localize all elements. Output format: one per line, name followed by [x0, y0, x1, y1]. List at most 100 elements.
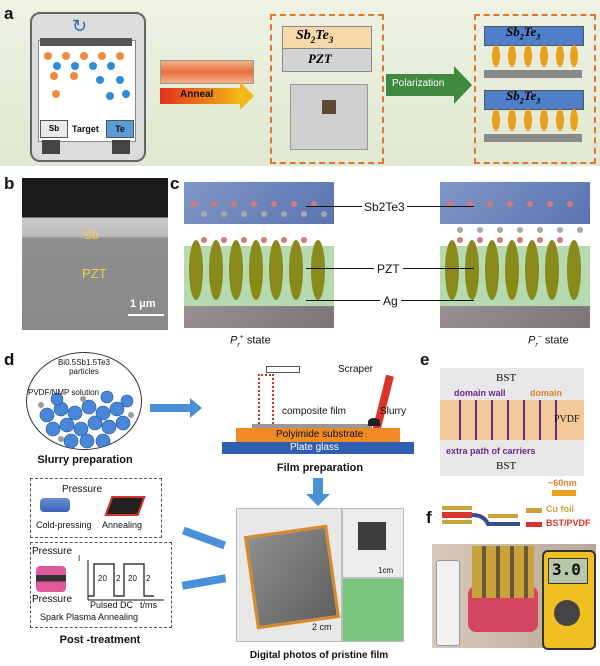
d-slurry-blob: [368, 418, 380, 426]
rotation-icon: ↻: [72, 16, 88, 36]
d-slurry-label: Slurry: [380, 406, 407, 417]
polarized-top-base: [484, 70, 582, 78]
substrate-holder: [40, 38, 132, 46]
pulse-tms: t/ms: [140, 600, 157, 610]
e-bst-bottom: BST: [496, 460, 517, 472]
film-photo-scale: 2 cm: [312, 622, 332, 632]
c-state-minus: Pr− state: [528, 334, 569, 349]
sem-scale-label: 1 μm: [130, 298, 156, 310]
film-photo-sheet: [243, 524, 341, 630]
d-film-layer: [252, 424, 372, 428]
f-phone: [436, 560, 460, 646]
anneal-label: Anneal: [180, 89, 214, 100]
pulse-chart: [87, 560, 164, 601]
film-photo-small-sample: [358, 522, 386, 550]
film-pzt-layer: [282, 48, 372, 72]
d-polyimide-label: Polyimide substrate: [276, 429, 364, 440]
f-multimeter-reading: 3.0: [552, 560, 581, 579]
c-right-ag: [440, 306, 590, 328]
slurry-solution-label: PVDF/NMP solution: [28, 388, 99, 397]
slurry-particles-label: Bi0.5Sb1.5Te3 particles: [57, 358, 111, 376]
target-label: Target: [72, 124, 99, 134]
d-arrow-down-head: [306, 494, 330, 506]
film-pzt-label: PZT: [308, 51, 332, 66]
pulse-label: Pulsed DC: [90, 600, 134, 610]
film-photo-sample: [322, 100, 336, 114]
e-nm-label: ~60nm: [548, 478, 577, 488]
spark-box: [30, 542, 172, 628]
f-bst-swatch: [526, 522, 542, 527]
d-arrow-left-1: [181, 526, 227, 550]
e-domain-wall-label: domain wall: [454, 388, 506, 398]
c-left-domains: [189, 240, 325, 300]
panel-a-label: a: [4, 4, 14, 23]
film-top-layer: [282, 26, 372, 50]
d-arrow-right: [150, 404, 192, 412]
e-domain-label: domain: [530, 388, 563, 398]
spark-press-icon: [36, 566, 66, 592]
cold-press-label: Cold-pressing: [36, 520, 92, 530]
polarized-bottom-label: Sb2Te3: [506, 88, 541, 106]
f-bst-label: BST/PVDF: [546, 518, 591, 528]
panel-e-label: e: [420, 350, 430, 369]
polarization-arrow: [386, 74, 454, 96]
chamber-leg-left: [42, 140, 60, 154]
polarized-bottom-film: [484, 90, 584, 110]
film-photo-glove: [342, 578, 404, 642]
panel-b-label: b: [4, 174, 15, 193]
polarized-top-label: Sb2Te3: [506, 24, 541, 42]
c-label-sb2te3: Sb2Te3: [362, 200, 407, 214]
chamber-leg-right: [112, 140, 130, 154]
polarization-arrow-head: [454, 66, 472, 104]
sem-scale-bar: [128, 314, 164, 316]
target-left: Sb: [40, 120, 68, 138]
anneal-tube: [160, 60, 254, 84]
f-device-diagram: [442, 506, 520, 526]
c-label-ag: Ag: [380, 294, 401, 308]
panel-c-label: c: [170, 174, 180, 193]
annealing-label: Annealing: [102, 520, 143, 530]
anneal-arrow-head: [240, 82, 254, 110]
e-nm-bar: [552, 490, 576, 496]
cold-press-pressure-label: Pressure: [62, 484, 103, 495]
slurry-prep-caption: Slurry preparation: [37, 454, 133, 466]
f-multimeter-dial: [554, 600, 580, 626]
d-scraper-label: Scraper: [338, 364, 374, 375]
c-left-charges: [191, 201, 327, 243]
film-box: [270, 14, 384, 164]
target-right: Te: [106, 120, 134, 138]
c-left-top-plate: [184, 182, 334, 224]
polarized-domains-bottom: [492, 109, 578, 131]
c-state-plus: Pr+ state: [230, 334, 271, 349]
e-extra-label: extra path of carriers: [446, 446, 536, 456]
f-cu-label: Cu foil: [546, 504, 574, 514]
d-motion-arrow: [266, 366, 300, 373]
e-bst-top: BST: [496, 372, 517, 384]
e-pvdf-label: PVDF: [554, 414, 580, 425]
d-plate-glass: [222, 442, 414, 454]
polarization-label: Polarization: [392, 78, 445, 89]
d-plate-label: Plate glass: [290, 442, 339, 453]
pulse-20a: 20: [98, 574, 107, 583]
cold-press-box: [30, 478, 162, 538]
polarized-bottom-base: [484, 134, 582, 142]
sputter-atoms: [44, 52, 130, 100]
annealing-icon: [104, 496, 146, 516]
pulse-2b: 2: [146, 574, 151, 583]
spark-label: Spark Plasma Annealing: [40, 612, 139, 622]
c-right-domains: [445, 240, 581, 300]
c-right-top-plate: [440, 182, 590, 224]
digital-caption: Digital photos of pristine film: [249, 650, 389, 661]
c-right-charges: [447, 201, 583, 243]
panel-f-label: f: [426, 508, 432, 527]
d-arrow-right-head: [190, 398, 202, 418]
e-domain-walls: [459, 400, 557, 440]
slurry-circle: [26, 352, 142, 450]
film-top-label: Sb2Te3: [296, 28, 334, 45]
panel-d-label: d: [4, 350, 15, 369]
spark-pressure-bottom: Pressure: [32, 594, 73, 605]
d-polyimide: [236, 428, 400, 442]
f-device-strips: [472, 546, 534, 598]
cold-press-icon: [40, 498, 70, 512]
pulse-20b: 20: [128, 574, 137, 583]
